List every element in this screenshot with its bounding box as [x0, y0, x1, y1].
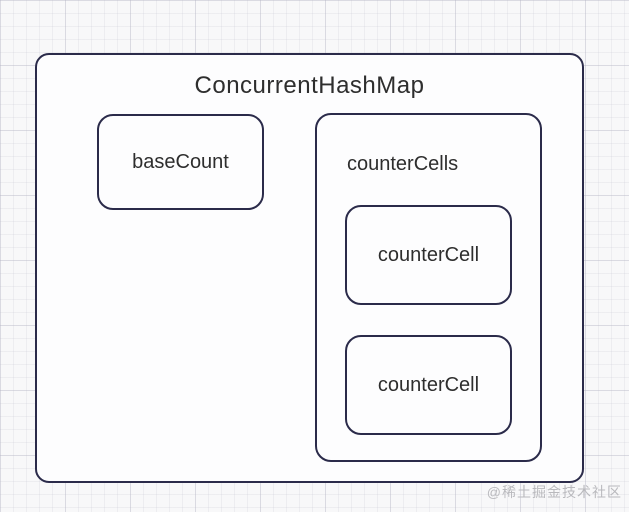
countercell-box-2: counterCell: [345, 335, 512, 435]
watermark: @稀土掘金技术社区: [486, 484, 622, 500]
basecount-box: baseCount: [97, 114, 264, 210]
countercell-label-2: counterCell: [377, 373, 480, 396]
countercells-label: counterCells: [347, 153, 459, 175]
concurrenthashmap-box: ConcurrentHashMap baseCount counterCells…: [35, 53, 584, 483]
countercell-label-1: counterCell: [377, 243, 480, 266]
countercell-box-1: counterCell: [345, 205, 512, 305]
concurrenthashmap-title: ConcurrentHashMap: [194, 72, 425, 99]
basecount-label: baseCount: [132, 150, 229, 173]
countercells-box: counterCells counterCell counterCell: [315, 113, 542, 462]
